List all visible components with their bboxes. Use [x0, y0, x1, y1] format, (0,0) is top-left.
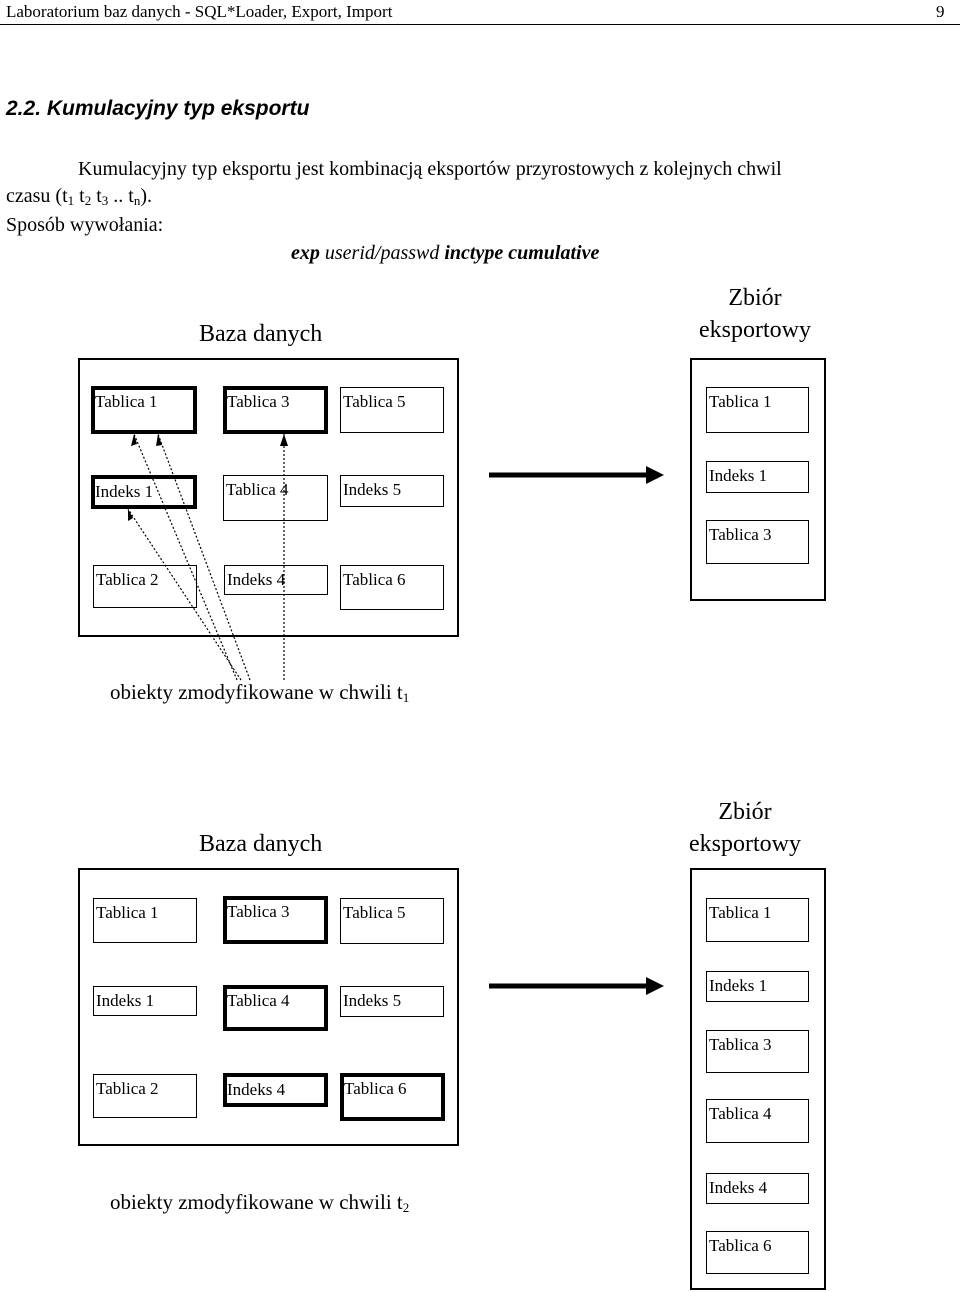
pointer-head-tablica-3 — [156, 434, 162, 446]
db2-cell-tablica-1: Tablica 1 — [93, 898, 197, 943]
export-arrow-2-head — [646, 977, 664, 995]
pointer-head-indeks-1 — [128, 509, 133, 521]
export-box-2 — [690, 868, 826, 1290]
export-label-2: Zbiór eksportowy — [689, 799, 801, 857]
header-divider — [0, 24, 960, 25]
pointer-line-to-tablica-3 — [157, 433, 251, 681]
pointer-head-indeks-5 — [280, 434, 288, 446]
export2-cell-tablica-3: Tablica 3 — [706, 1030, 809, 1073]
db2-cell-tablica-5: Tablica 5 — [340, 898, 444, 944]
export-label-1: Zbiór eksportowy — [699, 285, 811, 343]
db1-cell-indeks-1: Indeks 1 — [91, 475, 197, 509]
db1-cell-tablica-1: Tablica 1 — [91, 386, 197, 434]
paragraph-line-1: Kumulacyjny typ eksportu jest kombinacją… — [78, 158, 782, 180]
invocation-label: Sposób wywołania: — [6, 214, 164, 236]
db2-cell-indeks-4: Indeks 4 — [223, 1073, 328, 1107]
export1-cell-indeks-1: Indeks 1 — [706, 461, 809, 493]
page-number: 9 — [936, 2, 945, 21]
db1-cell-tablica-6: Tablica 6 — [340, 565, 444, 610]
db1-cell-tablica-3: Tablica 3 — [223, 386, 328, 434]
export-arrow-1-head — [646, 466, 664, 484]
db1-cell-indeks-5: Indeks 5 — [340, 475, 444, 507]
export2-cell-tablica-6: Tablica 6 — [706, 1231, 809, 1274]
db-label-1: Baza danych — [199, 321, 323, 347]
section-heading: 2.2. Kumulacyjny typ eksportu — [6, 97, 310, 120]
database-box-2 — [78, 868, 459, 1146]
export2-cell-tablica-1: Tablica 1 — [706, 898, 809, 942]
caption-2: obiekty zmodyfikowane w chwili t2 — [110, 1190, 410, 1215]
paragraph-line-2: czasu (t1 t2 t3 .. tn). — [6, 185, 152, 208]
pointer-line-to-indeks-1 — [127, 508, 242, 681]
db2-cell-indeks-1: Indeks 1 — [93, 986, 197, 1016]
export1-cell-tablica-1: Tablica 1 — [706, 387, 809, 433]
pointer-line-to-tablica-1 — [133, 433, 238, 681]
export1-cell-tablica-3: Tablica 3 — [706, 520, 809, 564]
export2-cell-indeks-4: Indeks 4 — [706, 1173, 809, 1204]
export2-cell-indeks-1: Indeks 1 — [706, 971, 809, 1002]
command-line: exp userid/passwd inctype cumulative — [291, 242, 600, 264]
export-box-1 — [690, 358, 826, 601]
db1-cell-tablica-4: Tablica 4 — [223, 475, 328, 521]
db-label-2: Baza danych — [199, 831, 323, 857]
header-title: Laboratorium baz danych - SQL*Loader, Ex… — [6, 2, 393, 21]
caption-1: obiekty zmodyfikowane w chwili t1 — [110, 680, 410, 705]
db1-cell-tablica-5: Tablica 5 — [340, 387, 444, 433]
db2-cell-tablica-4: Tablica 4 — [223, 985, 328, 1031]
export2-cell-tablica-4: Tablica 4 — [706, 1099, 809, 1143]
database-box-1 — [78, 358, 459, 637]
db1-cell-indeks-4: Indeks 4 — [224, 565, 328, 595]
db1-cell-tablica-2: Tablica 2 — [93, 565, 197, 608]
db2-cell-tablica-2: Tablica 2 — [93, 1074, 197, 1118]
db2-cell-indeks-5: Indeks 5 — [340, 986, 444, 1017]
pointer-head-tablica-1 — [131, 434, 137, 446]
db2-cell-tablica-6: Tablica 6 — [340, 1073, 445, 1121]
db2-cell-tablica-3: Tablica 3 — [223, 896, 328, 944]
